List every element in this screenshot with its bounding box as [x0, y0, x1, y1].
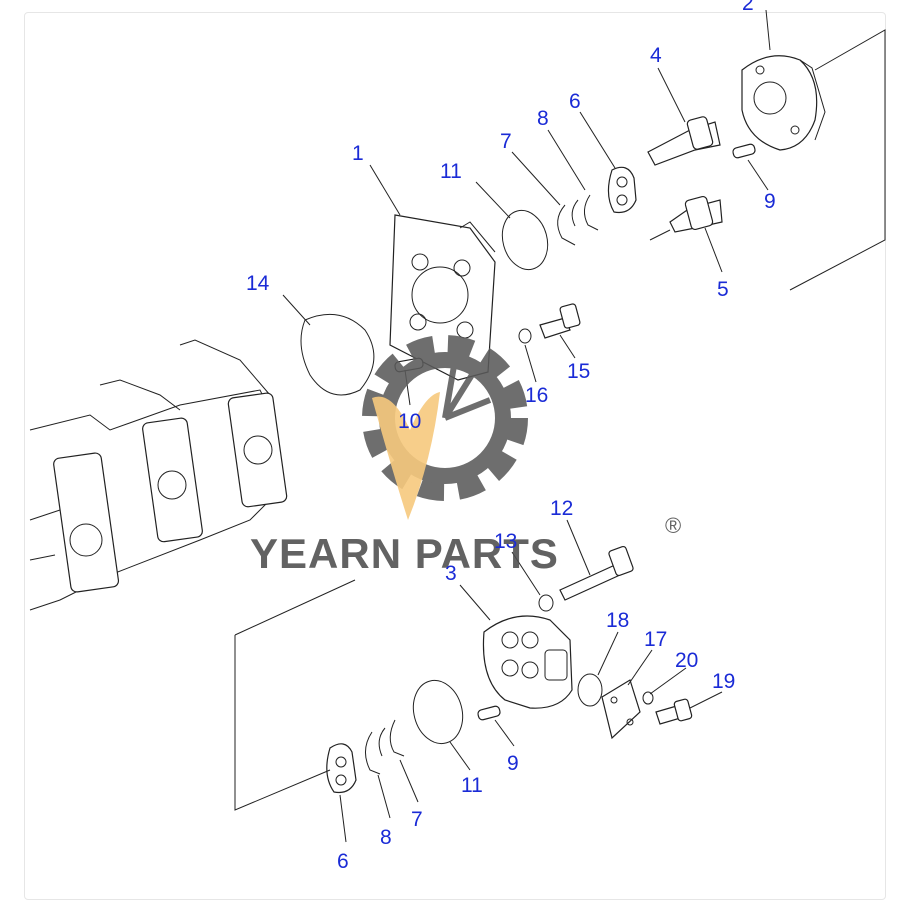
callout-11-upper: 11: [440, 160, 462, 183]
part-6-bushing-lower: [326, 743, 357, 794]
callout-numbers: 1 2 3 4 5 6 7 8 9 10 11 12 13 14 15 16 1…: [246, 0, 776, 873]
part-15-bolt: [539, 303, 581, 339]
callout-11-lower: 11: [461, 774, 483, 797]
callout-6-lower: 6: [337, 850, 349, 873]
callout-9-upper: 9: [764, 190, 776, 213]
part-12-bolt: [559, 545, 634, 601]
callout-7-lower: 7: [411, 808, 423, 831]
part-18-o-ring: [577, 673, 603, 707]
part-4-gear-shaft: [647, 116, 721, 166]
pump-body: [29, 339, 288, 611]
upper-frame-lines: [789, 29, 886, 291]
callout-19: 19: [712, 670, 735, 693]
callout-4: 4: [650, 44, 662, 67]
part-7-8-rings-lower: [365, 719, 405, 775]
part-17-cover-plate: [601, 679, 641, 740]
callout-13: 13: [494, 530, 517, 553]
callout-6-upper: 6: [569, 90, 581, 113]
callout-18: 18: [606, 609, 629, 632]
callout-12: 12: [550, 497, 573, 520]
callout-8-upper: 8: [537, 107, 549, 130]
part-19-bolt: [655, 698, 693, 725]
part-6-bushing-upper: [607, 166, 637, 214]
callout-7-upper: 7: [500, 130, 512, 153]
part-3-cover: [482, 615, 573, 709]
part-9-pin-lower: [477, 705, 501, 721]
callout-3: 3: [445, 562, 457, 585]
part-11-seal-upper: [501, 209, 549, 271]
callout-5: 5: [717, 278, 729, 301]
callout-2: 2: [742, 0, 754, 15]
watermark-brand-text: YEARN PARTS: [250, 530, 559, 577]
part-5-gear-shaft: [649, 195, 723, 241]
part-2-cover: [741, 55, 826, 151]
registered-mark: ®: [665, 513, 681, 538]
callout-14: 14: [246, 272, 270, 295]
watermark-logo: YEARN PARTS ®: [250, 335, 681, 577]
callout-16: 16: [525, 384, 548, 407]
part-11-seal-lower: [412, 679, 464, 745]
lower-frame-lines: [234, 579, 356, 811]
callout-9-lower: 9: [507, 752, 519, 775]
callout-10: 10: [398, 410, 421, 433]
part-16-washer: [518, 328, 532, 344]
callout-15: 15: [567, 360, 590, 383]
callout-17: 17: [644, 628, 667, 651]
part-7-8-rings-upper: [557, 194, 599, 246]
callout-8-lower: 8: [380, 826, 392, 849]
callout-1: 1: [352, 142, 364, 165]
callout-20: 20: [675, 649, 698, 672]
part-20-washer: [642, 691, 654, 705]
part-9-pin-upper: [732, 143, 756, 159]
part-14-gasket: [300, 313, 375, 396]
flame-icon: [372, 392, 440, 520]
part-13-washer: [538, 594, 554, 612]
